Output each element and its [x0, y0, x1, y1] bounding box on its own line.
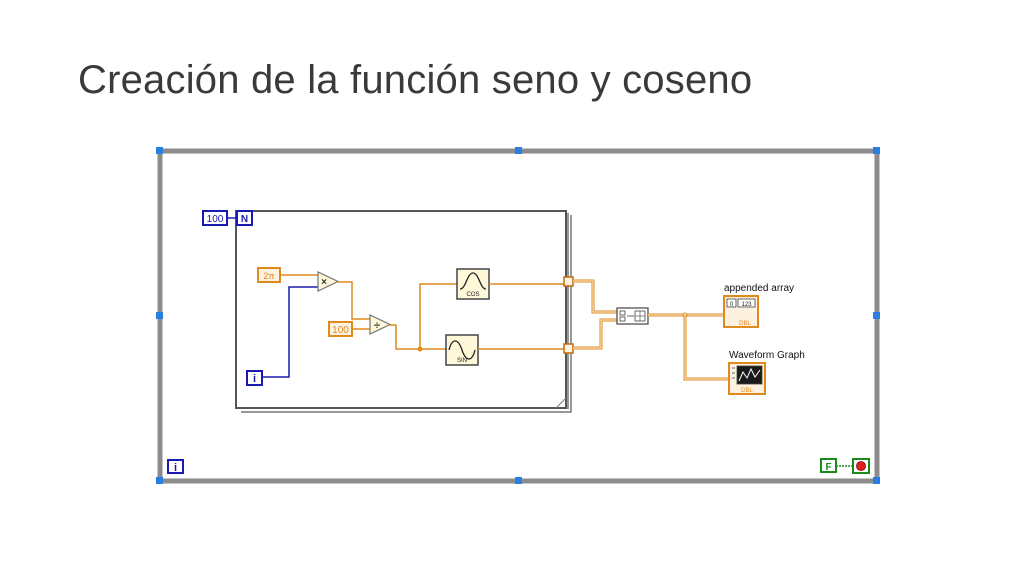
sin-array-wire [573, 318, 617, 350]
cos-array-wire-inner [573, 280, 617, 313]
stop-terminal[interactable] [852, 458, 870, 474]
appended-array-label: appended array [724, 283, 794, 294]
while-loop-handle-tm[interactable] [515, 147, 522, 154]
while-loop-handle-bm[interactable] [515, 477, 522, 484]
stop-constant-label: F [825, 462, 831, 473]
product-wire [338, 281, 370, 320]
waveform-graph-label: Waveform Graph [729, 350, 805, 361]
build-array-node[interactable] [616, 307, 649, 325]
divide-symbol: ÷ [374, 320, 380, 332]
two-pi-value: 2π [263, 271, 274, 281]
while-loop-handle-tl[interactable] [156, 147, 163, 154]
for-iteration-label: i [253, 373, 256, 385]
cos-output-tunnel[interactable] [563, 276, 574, 287]
for-loop[interactable] [235, 210, 572, 413]
graph-wire [683, 315, 729, 381]
appended-array-type: DBL [739, 321, 751, 327]
appended-array-value: 123 [741, 302, 752, 308]
loop-count-terminal[interactable]: N [236, 210, 253, 226]
wire-junction [417, 346, 423, 352]
iteration-wire [262, 286, 318, 378]
waveform-graph-type: DBL [741, 388, 753, 394]
sin-wave-icon [448, 340, 476, 360]
waveform-graph-indicator[interactable]: DBL [728, 362, 766, 395]
while-iteration-label: i [174, 462, 177, 474]
loop-count-constant[interactable]: 100 [202, 210, 228, 226]
cos-array-wire [573, 279, 617, 314]
while-loop-handle-mr[interactable] [873, 312, 880, 319]
sin-function[interactable]: SIN [445, 334, 479, 366]
sin-output-tunnel[interactable] [563, 343, 574, 354]
sin-array-wire-inner [573, 319, 617, 349]
cos-function[interactable]: COS [456, 268, 490, 300]
sin-label: SIN [457, 358, 467, 364]
loop-count-terminal-label: N [241, 214, 248, 225]
multiply-node[interactable]: × [317, 271, 340, 292]
divisor-value: 100 [332, 325, 349, 336]
cos-wave-icon [459, 272, 487, 290]
for-iteration-terminal[interactable]: i [246, 370, 263, 386]
while-loop-handle-tr[interactable] [873, 147, 880, 154]
while-loop-handle-ml[interactable] [156, 312, 163, 319]
cos-input-wire [419, 283, 457, 349]
while-loop-handle-bl[interactable] [156, 477, 163, 484]
stop-constant[interactable]: F [820, 458, 837, 473]
graph-wire-inner [684, 315, 729, 380]
while-iteration-terminal[interactable]: i [167, 459, 184, 474]
divide-node[interactable]: ÷ [369, 314, 392, 335]
while-loop-handle-br[interactable] [873, 477, 880, 484]
stop-icon [856, 461, 866, 471]
two-pi-constant[interactable]: 2π [257, 267, 281, 283]
appended-array-index: 0 [730, 302, 734, 308]
while-loop[interactable] [156, 147, 880, 484]
divisor-constant[interactable]: 100 [328, 321, 353, 337]
multiply-symbol: × [321, 277, 327, 288]
waveform-graph-icon [738, 367, 761, 382]
loop-count-value: 100 [207, 214, 224, 225]
appended-array-indicator[interactable]: 0 123 DBL [723, 295, 759, 328]
slide-title: Creación de la función seno y coseno [78, 58, 753, 102]
cos-label: COS [466, 292, 479, 298]
